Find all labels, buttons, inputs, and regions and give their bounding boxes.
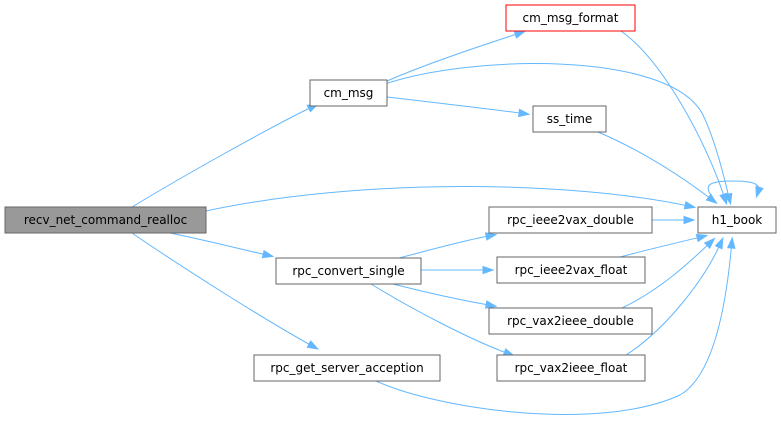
node-label: rpc_ieee2vax_double xyxy=(507,213,634,227)
node-rpc-get-server-acception[interactable]: rpc_get_server_acception xyxy=(253,354,441,382)
arrowhead-icon xyxy=(705,193,718,205)
edge-line xyxy=(625,239,723,356)
arrowhead-icon xyxy=(683,215,696,225)
arrowhead-icon xyxy=(484,300,498,309)
arrowhead-icon xyxy=(518,108,531,118)
node-rpc-ieee2vax-double[interactable]: rpc_ieee2vax_double xyxy=(488,206,653,234)
edge-rpc_convert_single-to-rpc_vax2ieee_float xyxy=(370,283,516,357)
edge-line xyxy=(370,283,513,356)
node-box xyxy=(275,257,422,285)
node-box xyxy=(496,256,646,284)
node-cm-msg-format[interactable]: cm_msg_format xyxy=(505,4,636,32)
node-box xyxy=(253,354,441,382)
edge-recv-to-cm_msg xyxy=(131,103,320,208)
edge-rpc_ieee2vax_double-to-h1_book xyxy=(652,215,696,225)
edge-ss_time-to-h1_book xyxy=(597,131,718,205)
edge-line xyxy=(384,63,731,203)
node-box xyxy=(532,105,607,133)
edge-rpc_ieee2vax_float-to-h1_book xyxy=(619,233,709,258)
node-box xyxy=(697,206,777,234)
edges-layer xyxy=(131,30,764,415)
node-ss-time[interactable]: ss_time xyxy=(532,105,607,133)
edge-line xyxy=(597,131,716,203)
edge-line xyxy=(169,232,272,257)
edge-line xyxy=(205,186,694,212)
arrowhead-icon xyxy=(726,236,736,249)
arrowhead-icon xyxy=(755,185,764,199)
node-box xyxy=(488,206,653,234)
node-rpc-ieee2vax-float[interactable]: rpc_ieee2vax_float xyxy=(496,256,646,284)
node-box xyxy=(496,354,646,382)
edge-line xyxy=(392,283,495,307)
node-box xyxy=(309,79,388,107)
edge-recv-to-h1_book xyxy=(205,186,697,212)
node-label: ss_time xyxy=(547,112,593,126)
edge-line xyxy=(619,235,706,258)
edge-cm_msg-to-ss_time xyxy=(386,96,531,118)
arrowhead-icon xyxy=(482,265,495,275)
edge-cm_msg-to-h1_book xyxy=(384,63,733,206)
node-box xyxy=(4,206,207,234)
node-rpc-vax2ieee-double[interactable]: rpc_vax2ieee_double xyxy=(488,307,653,335)
node-label: rpc_vax2ieee_double xyxy=(507,314,634,328)
node-label: rpc_get_server_acception xyxy=(270,361,423,375)
arrowhead-icon xyxy=(261,249,275,259)
edge-line xyxy=(621,239,714,309)
arrowhead-icon xyxy=(703,237,716,249)
edge-recv-to-rpc_convert_single xyxy=(169,232,275,259)
node-cm-msg[interactable]: cm_msg xyxy=(309,79,388,107)
node-rpc-convert-single[interactable]: rpc_convert_single xyxy=(275,257,422,285)
arrowhead-icon xyxy=(484,232,498,241)
edge-line xyxy=(620,30,727,203)
nodes-layer: recv_net_command_realloc cm_msg cm_msg_for… xyxy=(4,4,777,382)
arrowhead-icon xyxy=(695,233,709,243)
node-h1-book[interactable]: h1_book xyxy=(697,206,777,234)
node-label: cm_msg xyxy=(324,86,374,100)
arrowhead-icon xyxy=(683,201,697,210)
edge-rpc_vax2ieee_float-to-h1_book xyxy=(625,236,724,356)
node-recv[interactable]: recv_net_command_realloc xyxy=(4,206,207,234)
edge-line xyxy=(131,232,317,349)
edge-line xyxy=(375,239,733,415)
edge-line xyxy=(398,234,495,259)
node-box xyxy=(488,307,653,335)
edge-rpc_get_server_acception-to-h1_book xyxy=(375,236,736,415)
arrowhead-icon xyxy=(719,192,728,206)
edge-rpc_convert_single-to-rpc_ieee2vax_double xyxy=(398,232,498,259)
node-label: rpc_convert_single xyxy=(292,264,404,278)
node-label: recv_net_command_realloc xyxy=(24,213,187,227)
edge-cm_msg-to-cm_msg_format xyxy=(384,30,527,83)
node-rpc-vax2ieee-float[interactable]: rpc_vax2ieee_float xyxy=(496,354,646,382)
node-label: rpc_ieee2vax_float xyxy=(515,263,628,277)
edge-cm_msg_format-to-h1_book xyxy=(620,30,728,206)
edge-rpc_convert_single-to-rpc_ieee2vax_float xyxy=(421,265,495,275)
arrowhead-icon xyxy=(306,340,320,350)
node-label: rpc_vax2ieee_float xyxy=(515,361,628,375)
node-label: h1_book xyxy=(712,213,763,227)
edge-rpc_convert_single-to-rpc_vax2ieee_double xyxy=(392,283,498,309)
edge-line xyxy=(131,104,317,208)
edge-recv-to-rpc_get_server_acception xyxy=(131,232,320,350)
edge-line xyxy=(707,180,760,196)
edge-h1_book-to-h1_book xyxy=(707,180,764,199)
arrowhead-icon xyxy=(714,236,724,250)
edge-rpc_vax2ieee_double-to-h1_book xyxy=(621,237,716,309)
node-box xyxy=(505,4,636,32)
node-label: cm_msg_format xyxy=(523,11,619,25)
arrowhead-icon xyxy=(513,30,527,39)
edge-line xyxy=(386,96,528,115)
edge-line xyxy=(384,31,524,83)
